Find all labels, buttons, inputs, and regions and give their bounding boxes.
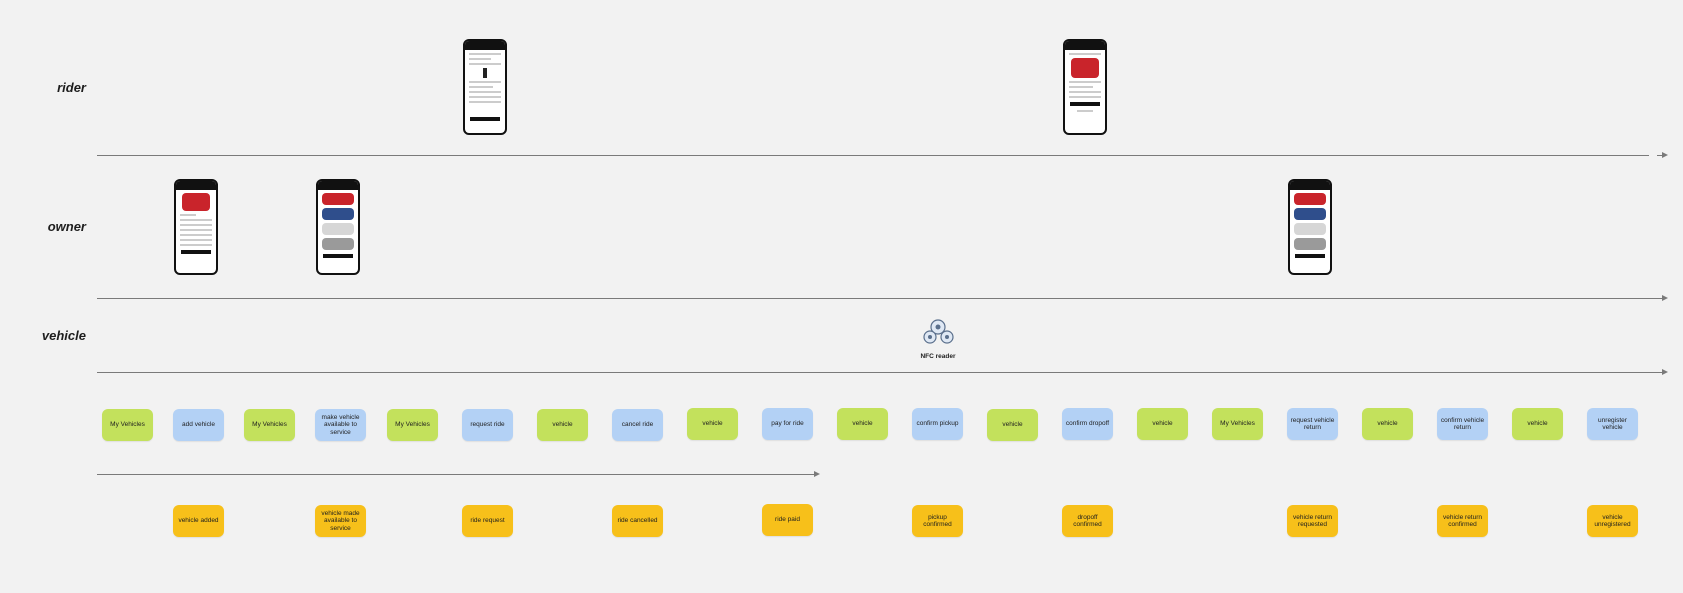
sticky-command-request-ride[interactable]: request ride xyxy=(462,409,513,441)
sticky-event-vehicle-added[interactable]: vehicle added xyxy=(173,505,224,537)
lane-label-vehicle: vehicle xyxy=(41,328,86,343)
car-icon xyxy=(182,193,210,211)
arrow-icon xyxy=(1662,369,1668,375)
sticky-event-return-confirmed[interactable]: vehicle return confirmed xyxy=(1437,505,1488,537)
car-icon xyxy=(322,238,354,250)
sticky-event-ride-cancelled[interactable]: ride cancelled xyxy=(612,505,663,537)
sticky-view-my-vehicles[interactable]: My Vehicles xyxy=(244,409,295,441)
sticky-view-vehicle[interactable]: vehicle xyxy=(1137,408,1188,440)
phone-screen-icon[interactable] xyxy=(1288,179,1332,275)
phone-screen-icon[interactable] xyxy=(316,179,360,275)
car-icon xyxy=(1294,238,1326,250)
sticky-event-dropoff-confirmed[interactable]: dropoff confirmed xyxy=(1062,505,1113,537)
sticky-command-add-vehicle[interactable]: add vehicle xyxy=(173,409,224,441)
sticky-command-confirm-pickup[interactable]: confirm pickup xyxy=(912,408,963,440)
phone-screen-icon[interactable] xyxy=(463,39,507,135)
phone-screen-icon[interactable] xyxy=(174,179,218,275)
sticky-view-vehicle[interactable]: vehicle xyxy=(1512,408,1563,440)
sticky-view-my-vehicles[interactable]: My Vehicles xyxy=(102,409,153,441)
sticky-command-request-return[interactable]: request vehicle return xyxy=(1287,408,1338,440)
car-icon xyxy=(322,193,354,205)
owner-lane-line xyxy=(97,298,1663,299)
sticky-event-made-available[interactable]: vehicle made available to service xyxy=(315,505,366,537)
car-icon xyxy=(1071,58,1099,78)
arrow-icon xyxy=(1662,295,1668,301)
sticky-view-vehicle[interactable]: vehicle xyxy=(687,408,738,440)
sticky-event-vehicle-unregistered[interactable]: vehicle unregistered xyxy=(1587,505,1638,537)
lane-label-rider: rider xyxy=(57,80,86,95)
lane-label-owner: owner xyxy=(47,219,86,234)
car-icon xyxy=(322,208,354,220)
sticky-command-confirm-return[interactable]: confirm vehicle return xyxy=(1437,408,1488,440)
sticky-command-confirm-dropoff[interactable]: confirm dropoff xyxy=(1062,408,1113,440)
sticky-view-vehicle[interactable]: vehicle xyxy=(837,408,888,440)
sticky-command-cancel-ride[interactable]: cancel ride xyxy=(612,409,663,441)
sticky-event-ride-paid[interactable]: ride paid xyxy=(762,504,813,536)
sticky-view-vehicle[interactable]: vehicle xyxy=(537,409,588,441)
rider-lane-line xyxy=(97,155,1649,156)
timeline-line xyxy=(97,474,815,475)
sticky-command-pay-for-ride[interactable]: pay for ride xyxy=(762,408,813,440)
sticky-command-make-available[interactable]: make vehicle available to service xyxy=(315,409,366,441)
sticky-event-ride-request[interactable]: ride request xyxy=(462,505,513,537)
sticky-view-vehicle[interactable]: vehicle xyxy=(1362,408,1413,440)
car-icon xyxy=(1294,193,1326,205)
phone-screen-icon[interactable] xyxy=(1063,39,1107,135)
sticky-command-unregister[interactable]: unregister vehicle xyxy=(1587,408,1638,440)
arrow-icon xyxy=(814,471,820,477)
sticky-event-return-requested[interactable]: vehicle return requested xyxy=(1287,505,1338,537)
rider-lane-arrow-tail xyxy=(1657,155,1666,156)
car-icon xyxy=(1294,208,1326,220)
car-icon xyxy=(322,223,354,235)
sticky-view-my-vehicles[interactable]: My Vehicles xyxy=(1212,408,1263,440)
arrow-icon xyxy=(1662,152,1668,158)
car-icon xyxy=(1294,223,1326,235)
sticky-view-vehicle[interactable]: vehicle xyxy=(987,409,1038,441)
vehicle-lane-line xyxy=(97,372,1663,373)
nfc-reader-label: NFC reader xyxy=(920,353,956,360)
nfc-reader-icon xyxy=(923,319,954,344)
sticky-event-pickup-confirmed[interactable]: pickup confirmed xyxy=(912,505,963,537)
sticky-view-my-vehicles[interactable]: My Vehicles xyxy=(387,409,438,441)
